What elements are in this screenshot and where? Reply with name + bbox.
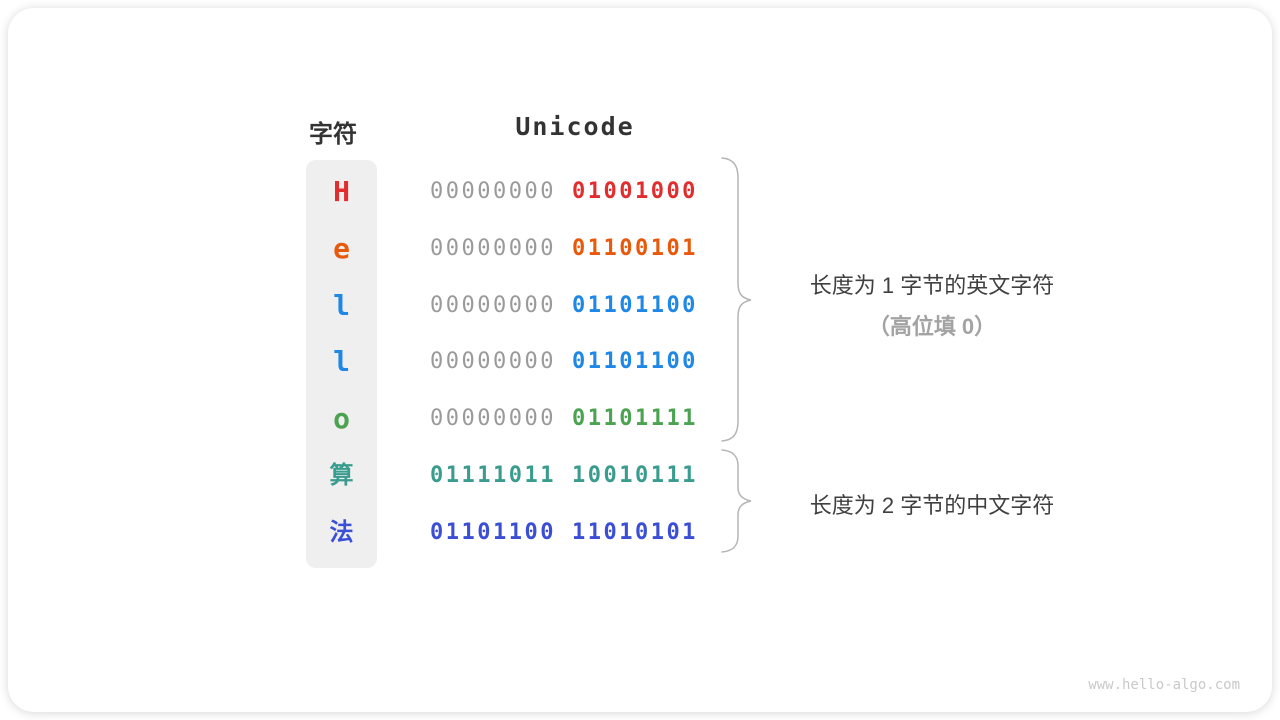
low-byte: 01101100 [571, 349, 698, 374]
annotation-english-line2: （高位填 0） [867, 314, 997, 339]
unicode-binary-row: 00000000 01101100 [430, 291, 698, 321]
unicode-binary-row: 00000000 01101111 [430, 404, 698, 434]
high-byte: 01111011 [430, 463, 556, 488]
high-byte: 00000000 [430, 406, 556, 431]
char-column-background [306, 160, 377, 568]
annotation-english-group: 长度为 1 字节的英文字符 （高位填 0） [762, 268, 1102, 341]
high-byte: 00000000 [430, 179, 556, 204]
watermark: www.hello-algo.com [1088, 677, 1240, 693]
char-cell: l [333, 345, 350, 378]
annotation-chinese-group: 长度为 2 字节的中文字符 [809, 493, 1055, 518]
low-byte: 10010111 [571, 463, 698, 488]
low-byte: 01100101 [571, 236, 698, 261]
high-byte: 01101100 [430, 520, 556, 545]
char-cell: e [333, 232, 350, 265]
char-cell: 法 [329, 519, 354, 546]
low-byte: 01001000 [571, 179, 698, 204]
low-byte: 01101111 [571, 406, 698, 431]
column-header-char: 字符 [309, 121, 357, 148]
high-byte: 00000000 [430, 349, 556, 374]
unicode-binary-row: 00000000 01101100 [430, 347, 698, 377]
char-cell: 算 [329, 462, 354, 489]
unicode-binary-row: 00000000 01100101 [430, 234, 698, 264]
diagram-card [8, 8, 1272, 712]
high-byte: 00000000 [430, 293, 556, 318]
char-cell: H [333, 175, 350, 208]
low-byte: 11010101 [571, 520, 698, 545]
unicode-binary-row: 01111011 10010111 [430, 461, 698, 491]
column-header-unicode: Unicode [515, 112, 635, 141]
unicode-binary-row: 00000000 01001000 [430, 177, 698, 207]
low-byte: 01101100 [571, 293, 698, 318]
annotation-english-line1: 长度为 1 字节的英文字符 [809, 273, 1055, 298]
char-cell: l [333, 289, 350, 322]
high-byte: 00000000 [430, 236, 556, 261]
unicode-binary-row: 01101100 11010101 [430, 518, 698, 548]
char-cell: o [333, 402, 350, 435]
